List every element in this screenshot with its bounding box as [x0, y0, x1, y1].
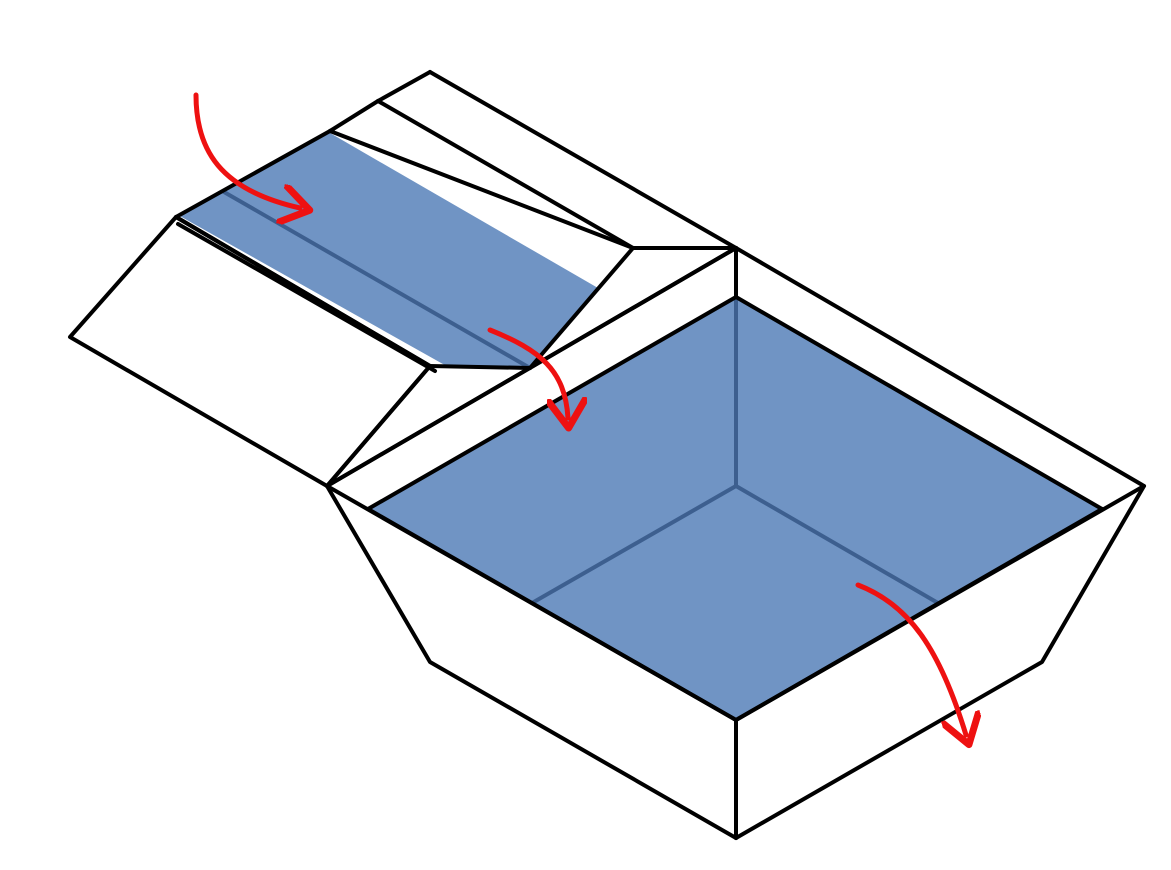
channel-back-wall — [328, 99, 380, 133]
channel-water-edge — [222, 190, 532, 370]
basin-inner-rim-back-right — [734, 295, 1104, 511]
channel-end-outer — [528, 246, 635, 370]
channel-water-surface — [178, 133, 598, 368]
basin-inner-rim-right — [734, 507, 1104, 722]
flow-arrows — [193, 92, 966, 735]
basin-inner-edge-left — [530, 484, 738, 605]
basin-right-wall — [734, 484, 1146, 840]
flow-arrow-transfer — [487, 327, 568, 418]
channel-rim-front-inner — [176, 222, 437, 373]
channel-back-top — [328, 129, 635, 250]
channel-rim-back — [174, 129, 332, 219]
channel-end-slope — [325, 364, 432, 488]
channel-back-top-2 — [376, 99, 635, 250]
channel-rim-front — [174, 215, 432, 368]
lower-basin — [325, 246, 1146, 840]
channel-back-wall-top — [376, 70, 432, 103]
basin-left-wall — [325, 484, 738, 840]
channel-end-bottom — [428, 364, 532, 370]
flow-arrow-inlet — [193, 92, 300, 208]
channel-back-ridge — [428, 70, 738, 250]
flow-arrow-outlet — [855, 582, 966, 735]
basin-inner-edge-right — [734, 484, 940, 605]
basin-inner-rim-left — [366, 507, 738, 722]
